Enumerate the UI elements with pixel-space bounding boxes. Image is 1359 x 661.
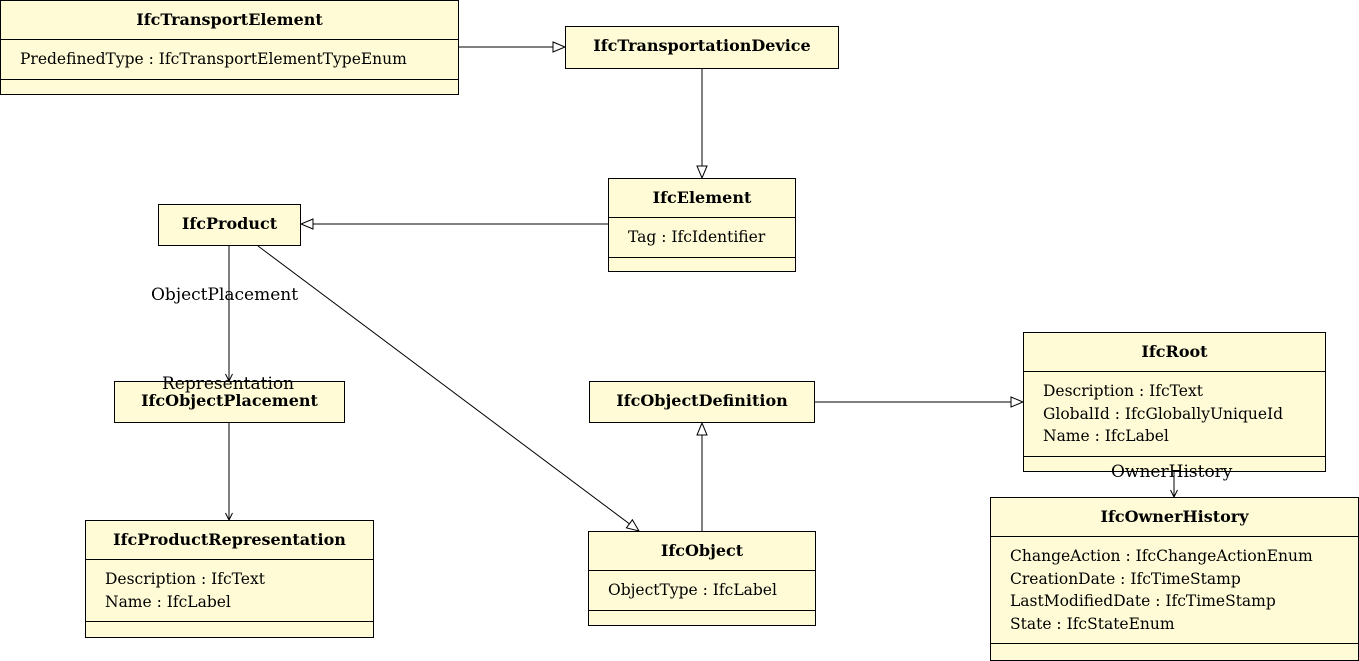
class-ifc-root[interactable]: IfcRoot Description : IfcText GlobalId :… xyxy=(1023,332,1326,472)
class-name: IfcElement xyxy=(652,188,752,207)
class-ifc-transportation-device[interactable]: IfcTransportationDevice xyxy=(565,26,839,69)
class-operations xyxy=(86,621,373,639)
class-operations xyxy=(1,78,458,97)
class-attribute: ObjectType : IfcLabel xyxy=(608,581,777,599)
class-attribute: Tag : IfcIdentifier xyxy=(628,228,766,246)
class-ifc-product-representation[interactable]: IfcProductRepresentation Description : I… xyxy=(85,520,374,638)
class-attributes: Description : IfcText Name : IfcLabel xyxy=(86,559,373,621)
class-ifc-product[interactable]: IfcProduct xyxy=(158,204,301,246)
class-name: IfcObject xyxy=(660,541,744,560)
class-name: IfcObjectDefinition xyxy=(616,391,788,410)
class-attribute: GlobalId : IfcGloballyUniqueId xyxy=(1043,404,1284,423)
class-attribute: State : IfcStateEnum xyxy=(1010,614,1175,633)
association-label-owner-history: OwnerHistory xyxy=(1111,462,1233,482)
class-operations xyxy=(1024,455,1325,474)
generalization-product-to-object xyxy=(257,245,639,531)
class-name: IfcOwnerHistory xyxy=(1100,507,1249,526)
class-operations xyxy=(589,609,815,628)
class-attribute: ChangeAction : IfcChangeActionEnum xyxy=(1010,547,1313,565)
class-attribute: Description : IfcText xyxy=(1043,382,1203,400)
class-operations xyxy=(991,643,1358,661)
class-name: IfcObjectPlacement xyxy=(141,391,318,410)
class-attribute: LastModifiedDate : IfcTimeStamp xyxy=(1010,592,1276,610)
class-ifc-owner-history[interactable]: IfcOwnerHistory ChangeAction : IfcChange… xyxy=(990,497,1359,661)
class-name: IfcTransportationDevice xyxy=(593,36,811,55)
class-attribute: Name : IfcLabel xyxy=(1043,427,1169,445)
association-label-representation: Representation xyxy=(162,374,295,394)
class-attribute: Name : IfcLabel xyxy=(105,592,231,611)
class-ifc-object[interactable]: IfcObject ObjectType : IfcLabel xyxy=(588,531,816,626)
class-name: IfcRoot xyxy=(1141,342,1208,361)
association-label-object-placement: ObjectPlacement xyxy=(151,285,299,305)
class-attributes: Description : IfcText GlobalId : IfcGlob… xyxy=(1024,371,1325,456)
class-name: IfcProduct xyxy=(181,214,278,233)
class-name: IfcProductRepresentation xyxy=(113,530,346,549)
class-attributes: ChangeAction : IfcChangeActionEnum Creat… xyxy=(991,536,1358,643)
class-ifc-object-placement[interactable]: IfcObjectPlacement xyxy=(114,381,345,423)
class-operations xyxy=(609,256,795,275)
class-attributes: Tag : IfcIdentifier xyxy=(609,217,795,257)
class-name: IfcTransportElement xyxy=(136,10,323,29)
class-ifc-transport-element[interactable]: IfcTransportElement PredefinedType : Ifc… xyxy=(0,0,459,95)
class-ifc-element[interactable]: IfcElement Tag : IfcIdentifier xyxy=(608,178,796,272)
class-attributes: ObjectType : IfcLabel xyxy=(589,570,815,610)
class-ifc-object-definition[interactable]: IfcObjectDefinition xyxy=(589,381,815,423)
class-attribute: PredefinedType : IfcTransportElementType… xyxy=(20,50,407,68)
class-attribute: Description : IfcText xyxy=(105,570,265,588)
class-attributes: PredefinedType : IfcTransportElementType… xyxy=(1,39,458,79)
class-attribute: CreationDate : IfcTimeStamp xyxy=(1010,569,1241,588)
